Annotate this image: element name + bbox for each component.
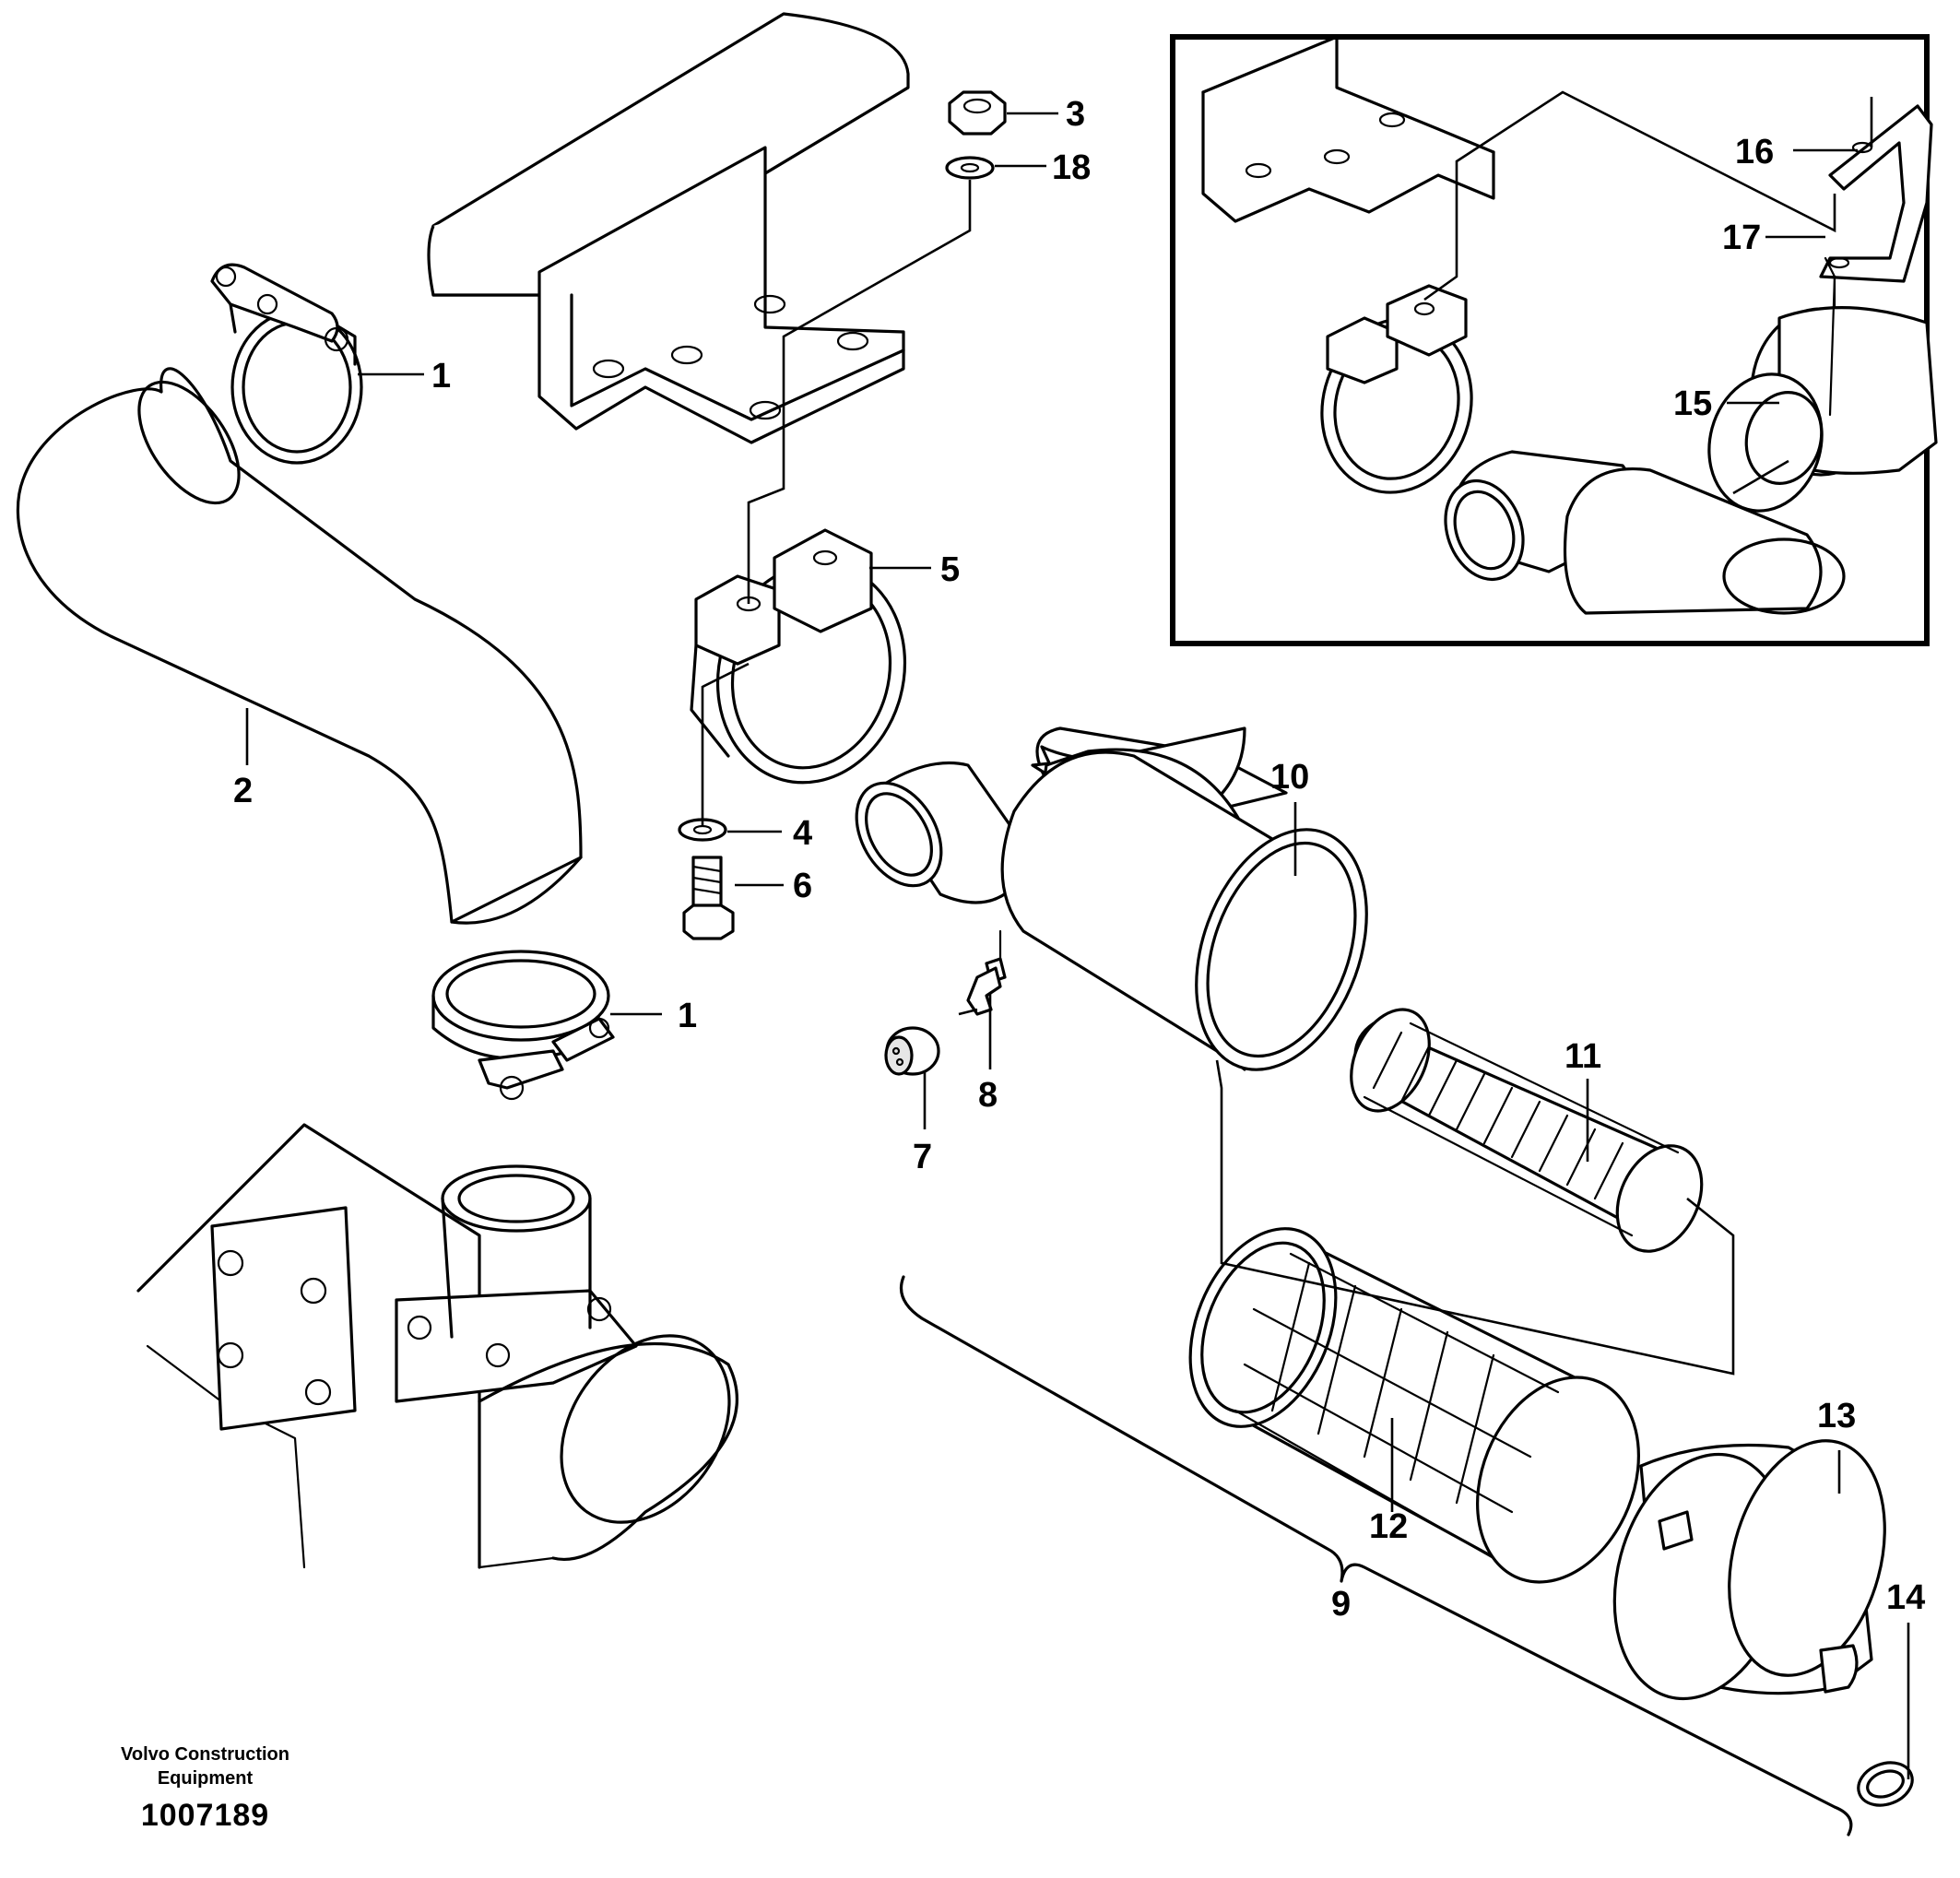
callout-17: 17 [1722, 219, 1761, 257]
callout-4: 4 [793, 814, 812, 853]
intake-hose [16, 367, 583, 925]
callout-11: 11 [1564, 1037, 1601, 1076]
safety-filter [1350, 1008, 1704, 1253]
callout-16: 16 [1735, 133, 1774, 171]
callout-13: 13 [1817, 1397, 1856, 1435]
hose-clamp-upper [210, 263, 363, 465]
brand-line-1: Volvo Construction [121, 1744, 289, 1765]
callout-1-lower: 1 [678, 997, 697, 1035]
callout-8: 8 [978, 1076, 998, 1115]
connection-lines [701, 180, 1735, 1376]
end-cover [1612, 1439, 1914, 1807]
callout-3: 3 [1066, 95, 1085, 134]
callout-6: 6 [793, 867, 812, 905]
document-number: 1007189 [140, 1798, 270, 1833]
evacuator-valve [884, 966, 1002, 1076]
brand-caption: Volvo Construction Equipment [88, 1742, 323, 1790]
frame-bracket [427, 12, 910, 444]
callout-7: 7 [913, 1138, 932, 1176]
callouts: 1 1 2 3 18 5 4 6 7 8 10 11 12 9 13 14 15… [233, 95, 1925, 1624]
kit-brace [899, 1275, 1853, 1837]
inset-view [1170, 34, 1938, 646]
callout-15: 15 [1673, 384, 1712, 423]
callout-12: 12 [1369, 1507, 1408, 1546]
callout-1-upper: 1 [431, 357, 451, 396]
air-cleaner-housing [855, 726, 1368, 1071]
callout-leaders [245, 112, 1910, 1779]
callout-9: 9 [1331, 1585, 1351, 1624]
callout-2: 2 [233, 772, 253, 810]
engine-manifold [136, 1123, 738, 1569]
callout-14: 14 [1886, 1578, 1925, 1617]
callout-18: 18 [1052, 148, 1091, 187]
hose-clamp-lower [431, 950, 615, 1101]
main-filter-element [1188, 1227, 1640, 1584]
fasteners [678, 90, 1007, 940]
brand-line-2: Equipment [157, 1768, 254, 1789]
callout-10: 10 [1270, 758, 1309, 797]
callout-5: 5 [940, 550, 960, 589]
bracket-clamp [690, 528, 907, 785]
